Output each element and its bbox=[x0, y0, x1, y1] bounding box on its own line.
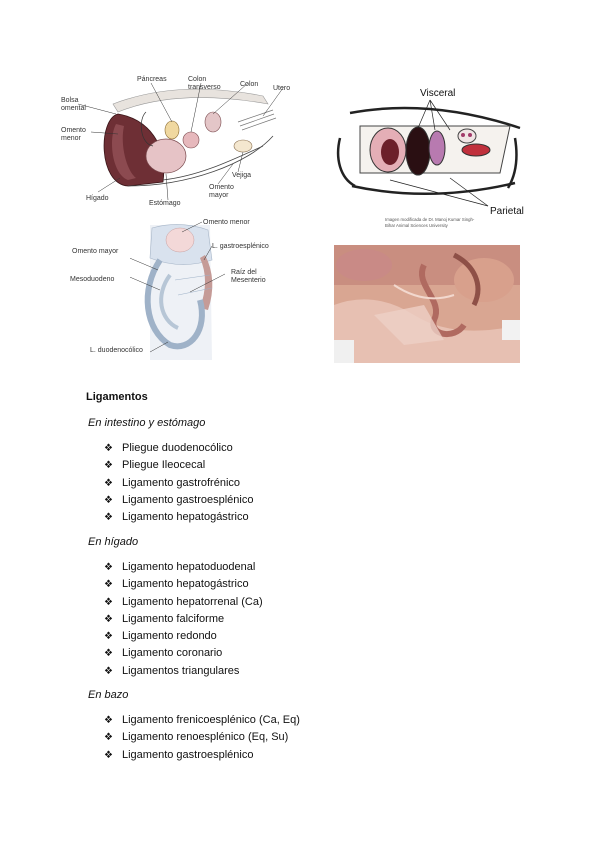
list-item: ❖Ligamento hepatogástrico bbox=[104, 509, 253, 526]
bullet-glyph-icon: ❖ bbox=[104, 631, 113, 643]
label-colon-transverso: Colon transverso bbox=[188, 76, 221, 91]
label-utero: Utero bbox=[273, 85, 291, 92]
bullet-glyph-icon: ❖ bbox=[104, 579, 113, 591]
subheading-bazo: En bazo bbox=[88, 689, 129, 701]
label-omento-mayor: Omento mayor bbox=[209, 184, 234, 199]
label-l-gastroesplenico: L. gastroesplénico bbox=[212, 243, 269, 250]
abdominal-anatomy-diagram bbox=[77, 82, 284, 201]
image-credit: Imagen modificada de Dr. Manoj Kumar Sin… bbox=[385, 217, 475, 228]
bullet-glyph-icon: ❖ bbox=[104, 562, 113, 573]
list-item: ❖Ligamento redondo bbox=[104, 628, 263, 645]
subheading-intestino-estomago: En intestino y estómago bbox=[88, 417, 206, 429]
list-item: ❖Ligamento gastrofrénico bbox=[104, 475, 253, 492]
peritoneum-cross-section-diagram bbox=[336, 99, 521, 207]
list-item: ❖Pliegue duodenocólico bbox=[104, 440, 253, 457]
list-item: ❖Ligamento gastroesplénico bbox=[104, 492, 253, 509]
bullet-glyph-icon: ❖ bbox=[104, 749, 113, 761]
bullet-glyph-icon: ❖ bbox=[104, 715, 113, 726]
label-omento-mayor-ventral: Omento mayor bbox=[72, 248, 119, 255]
list-bazo: ❖Ligamento frenicoesplénico (Ca, Eq) ❖Li… bbox=[104, 712, 300, 764]
label-vejiga: Vejiga bbox=[232, 172, 252, 179]
bullet-glyph-icon: ❖ bbox=[104, 512, 113, 524]
subheading-higado: En hígado bbox=[88, 536, 139, 548]
bullet-glyph-icon: ❖ bbox=[104, 443, 113, 454]
list-higado: ❖Ligamento hepatoduodenal ❖Ligamento hep… bbox=[104, 559, 263, 680]
label-omento-menor-ventral: Omento menor bbox=[203, 219, 250, 226]
bullet-glyph-icon: ❖ bbox=[104, 596, 113, 608]
label-higado: Hígado bbox=[86, 195, 109, 202]
label-bolsa-omental: Bolsa omental bbox=[61, 97, 86, 112]
label-raiz-mesenterio: Raíz del Mesenterio bbox=[231, 269, 266, 284]
bullet-glyph-icon: ❖ bbox=[104, 460, 113, 472]
label-estomago: Estómago bbox=[149, 200, 181, 207]
ligamentos-heading: Ligamentos bbox=[86, 391, 148, 403]
list-item: ❖Ligamento coronario bbox=[104, 645, 263, 662]
list-item: ❖Pliegue Ileocecal bbox=[104, 457, 253, 474]
list-item: ❖Ligamento renoesplénico (Eq, Su) bbox=[104, 729, 300, 746]
label-visceral: Visceral bbox=[420, 88, 456, 99]
bullet-glyph-icon: ❖ bbox=[104, 732, 113, 744]
list-intestino-estomago: ❖Pliegue duodenocólico ❖Pliegue Ileoceca… bbox=[104, 440, 253, 526]
dissection-photo bbox=[334, 245, 520, 363]
label-pancreas: Páncreas bbox=[137, 76, 167, 83]
list-item: ❖Ligamento hepatorrenal (Ca) bbox=[104, 594, 263, 611]
bullet-glyph-icon: ❖ bbox=[104, 494, 113, 506]
bullet-glyph-icon: ❖ bbox=[104, 665, 113, 677]
ventral-ligaments-diagram bbox=[130, 221, 226, 360]
label-parietal: Parietal bbox=[490, 206, 524, 217]
list-item: ❖Ligamento frenicoesplénico (Ca, Eq) bbox=[104, 712, 300, 729]
list-item: ❖Ligamento falciforme bbox=[104, 611, 263, 628]
list-item: ❖Ligamento gastroesplénico bbox=[104, 747, 300, 764]
label-colon: Colon bbox=[240, 81, 259, 88]
label-mesoduodeno: Mesoduodeno bbox=[70, 276, 115, 283]
bullet-glyph-icon: ❖ bbox=[104, 648, 113, 660]
list-item: ❖Ligamento hepatoduodenal bbox=[104, 559, 263, 576]
list-item: ❖Ligamentos triangulares bbox=[104, 663, 263, 680]
bullet-glyph-icon: ❖ bbox=[104, 613, 113, 625]
label-omento-menor: Omento menor bbox=[61, 127, 86, 142]
bullet-glyph-icon: ❖ bbox=[104, 477, 113, 489]
label-l-duodenocolico: L. duodenocólico bbox=[90, 347, 143, 354]
list-item: ❖Ligamento hepatogástrico bbox=[104, 576, 263, 593]
